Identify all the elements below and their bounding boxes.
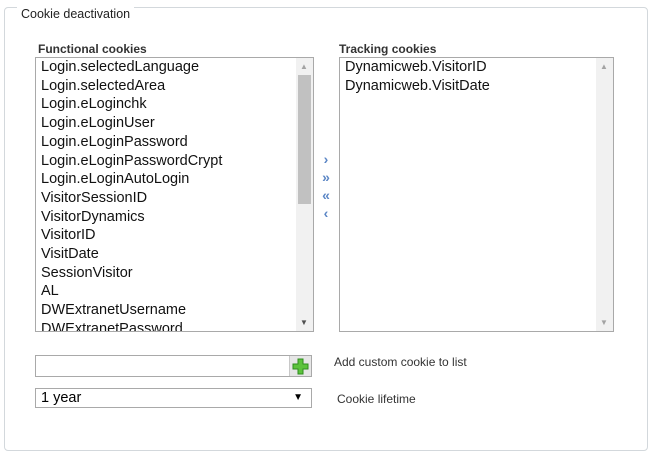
list-item[interactable]: Login.eLoginchk [41,96,147,113]
add-custom-cookie-label: Add custom cookie to list [334,355,467,369]
list-item[interactable]: Login.selectedArea [41,77,166,94]
list-item[interactable]: Login.selectedLanguage [41,59,200,75]
scroll-thumb[interactable] [298,75,311,204]
list-item[interactable]: Login.eLoginUser [41,115,155,132]
tracking-cookies-list[interactable]: Dynamicweb.VisitorID Dynamicweb.VisitDate… [339,57,614,332]
scroll-up-icon[interactable]: ▲ [600,62,608,71]
cookie-deactivation-fieldset: Cookie deactivation [4,7,648,451]
selected-value: 1 year [41,390,82,406]
cookie-lifetime-select[interactable]: 1 year ▼ [35,388,312,408]
scrollbar[interactable]: ▲ ▼ [596,58,613,331]
functional-cookies-label: Functional cookies [38,42,147,56]
list-item[interactable]: DWExtranetUsername [41,302,187,319]
list-item[interactable]: VisitorDynamics [41,208,145,225]
list-item[interactable]: VisitorSessionID [41,189,148,206]
list-item[interactable]: Dynamicweb.VisitorID [345,59,487,75]
add-cookie-button[interactable] [289,356,311,376]
tracking-cookies-label: Tracking cookies [339,42,437,56]
list-item[interactable]: Login.eLoginPasswordCrypt [41,152,223,169]
move-all-right-button[interactable]: » [322,169,330,185]
move-all-left-button[interactable]: « [322,187,330,203]
move-right-button[interactable]: › [323,151,329,167]
chevron-down-icon: ▼ [293,392,303,403]
list-item[interactable]: SessionVisitor [41,264,133,281]
list-item[interactable]: VisitDate [41,246,99,263]
cookie-lifetime-label: Cookie lifetime [337,392,416,406]
scroll-down-icon[interactable]: ▼ [600,318,608,327]
list-item[interactable]: Login.eLoginPassword [41,133,188,150]
fieldset-legend: Cookie deactivation [17,7,135,21]
list-item[interactable]: Login.eLoginAutoLogin [41,171,190,188]
move-left-button[interactable]: ‹ [323,205,329,221]
list-item[interactable]: AL [41,283,59,300]
scroll-down-icon[interactable]: ▼ [300,318,308,327]
list-item[interactable]: DWExtranetPassword [41,320,183,332]
custom-cookie-input[interactable] [35,355,312,377]
list-item[interactable]: Dynamicweb.VisitDate [345,77,490,94]
plus-icon [292,358,309,375]
scroll-up-icon[interactable]: ▲ [300,62,308,71]
list-item[interactable]: VisitorID [41,227,96,244]
scrollbar[interactable]: ▲ ▼ [296,58,313,331]
